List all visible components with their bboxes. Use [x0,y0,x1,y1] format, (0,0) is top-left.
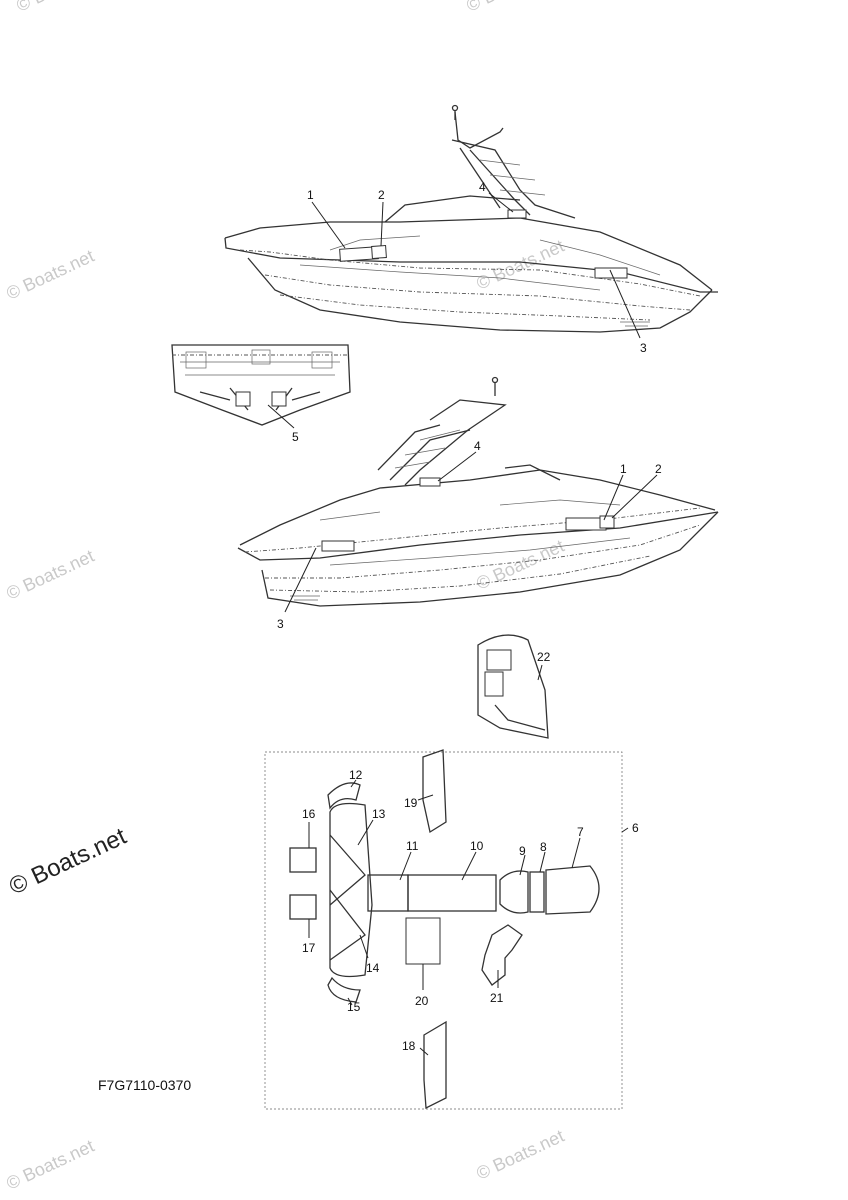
watermark: © Boats.net [473,236,567,294]
part-22-panel: 22 [477,634,551,739]
callout-21: 21 [490,991,504,1005]
part-20 [405,917,441,965]
decal-4-side [419,477,441,487]
callout-13: 13 [372,807,386,821]
watermark: © Boats.net [3,1136,97,1194]
part-10 [407,874,497,912]
part-7 [545,865,600,915]
watermark: © Boats.net [473,1126,567,1184]
boat-side-view: 1 2 4 3 [237,376,719,631]
decal-4-top [507,209,527,219]
callout-2-top: 2 [378,188,385,202]
watermark: © Boats.net [3,546,97,604]
callout-4-top: 4 [479,180,486,194]
part-8 [529,871,545,913]
watermark: © Boats.net [13,0,107,16]
callout-9: 9 [519,844,526,858]
callout-8: 8 [540,840,547,854]
callout-3-side: 3 [277,617,284,631]
callout-19: 19 [404,796,418,810]
decal-2-side [599,515,615,529]
callout-1-top: 1 [307,188,314,202]
callout-17: 17 [302,941,316,955]
watermark: © Boats.net [473,536,567,594]
callout-4-side: 4 [474,439,481,453]
part-9 [499,870,529,914]
callout-7: 7 [577,825,584,839]
callout-10: 10 [470,839,484,853]
boat-top-view: 1 2 4 3 [224,104,718,355]
callout-1-side: 1 [620,462,627,476]
callout-15: 15 [347,1000,361,1014]
callout-16: 16 [302,807,316,821]
watermark-large: © Boats.net [5,823,131,901]
callout-12: 12 [349,768,363,782]
callout-20: 20 [415,994,429,1008]
callout-18: 18 [402,1039,416,1053]
callout-22: 22 [537,650,551,664]
callout-3-top: 3 [640,341,647,355]
callout-2-side: 2 [655,462,662,476]
transom-view: 5 [171,344,351,444]
callout-5: 5 [292,430,299,444]
mat-kit-group: 6 19 18 20 21 12 15 13 14 [264,749,639,1110]
part-11 [367,874,409,912]
watermark: © Boats.net [463,0,557,16]
callout-14: 14 [366,961,380,975]
decal-2-top [371,244,387,260]
callout-11: 11 [406,839,419,853]
decal-3-side [321,540,355,552]
callout-6: 6 [632,821,639,835]
figure-code: F7G7110-0370 [98,1077,191,1093]
watermark: © Boats.net [3,246,97,304]
